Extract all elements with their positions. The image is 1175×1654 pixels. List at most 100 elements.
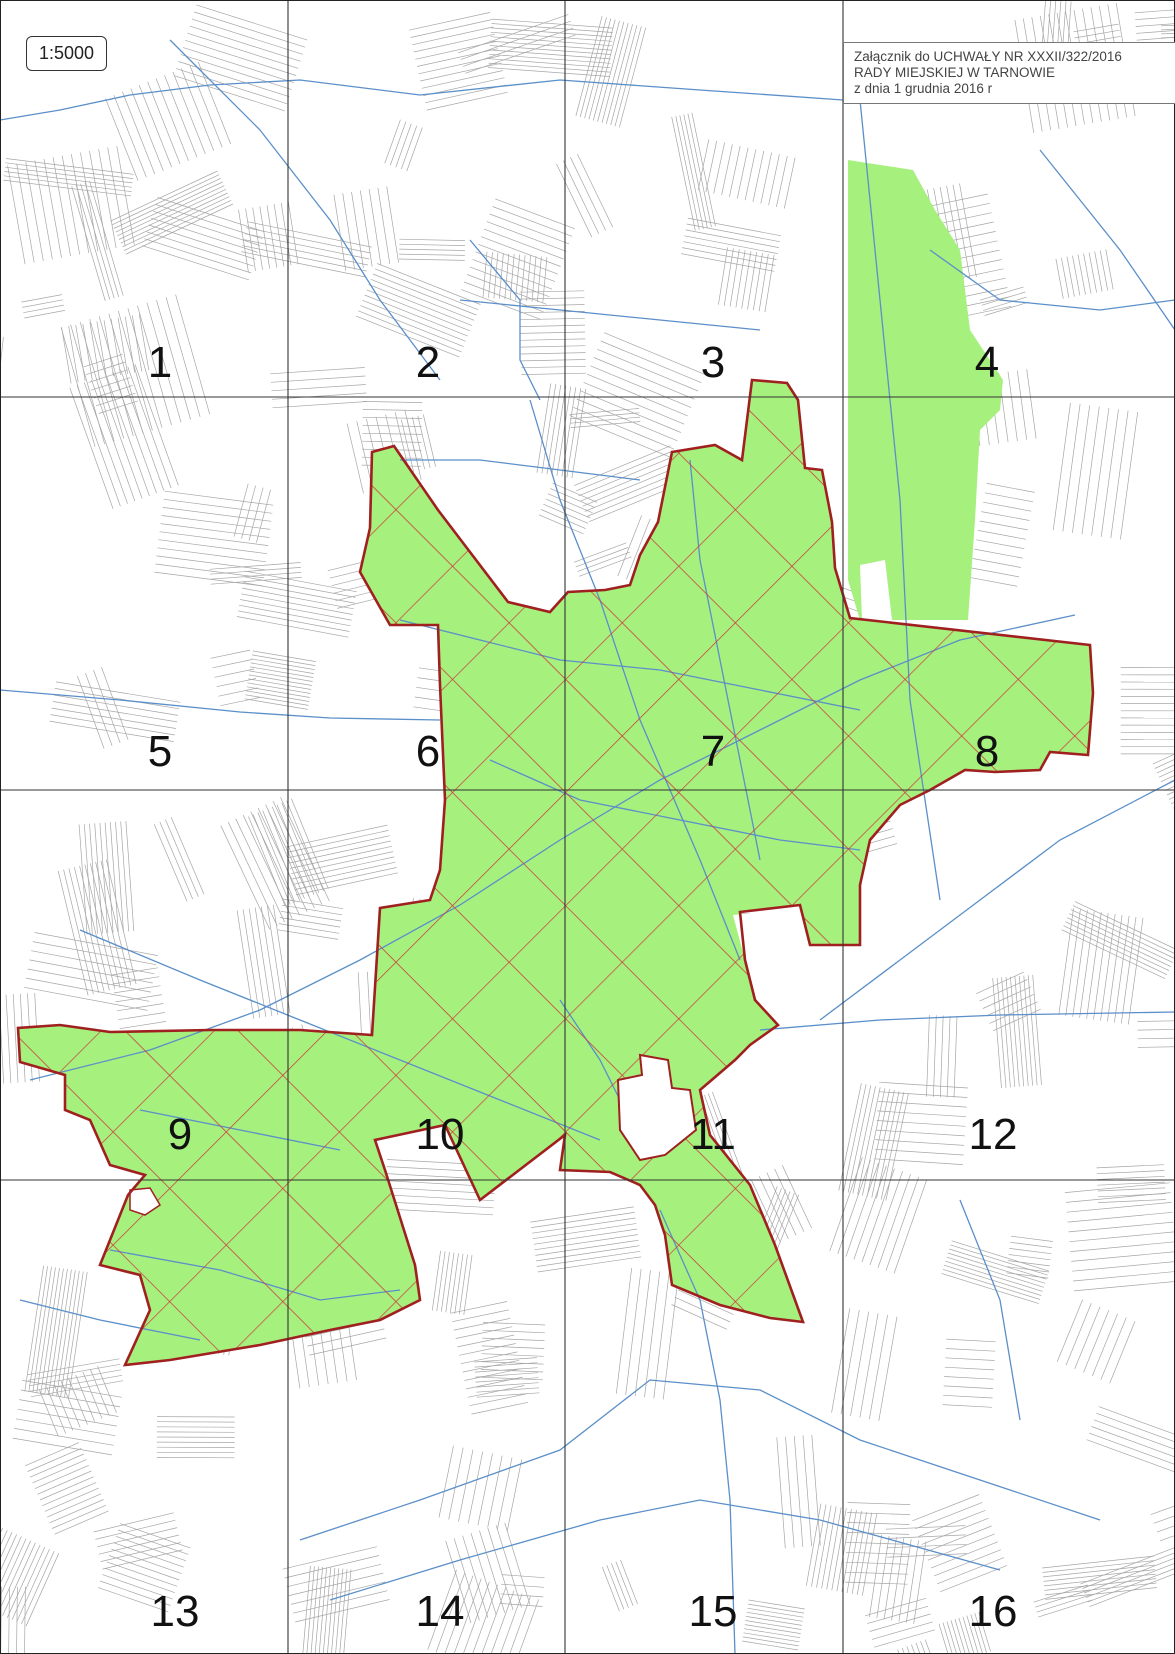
parcel-line bbox=[851, 1511, 868, 1594]
parcel-line bbox=[238, 604, 351, 627]
parcel-line bbox=[1072, 905, 1175, 955]
parcel-line bbox=[241, 251, 366, 278]
parcel-line bbox=[747, 1607, 804, 1618]
parcel-line bbox=[244, 576, 356, 598]
green-strip-north bbox=[848, 160, 1003, 620]
parcel-line bbox=[43, 158, 62, 258]
parcel-line bbox=[97, 1365, 117, 1413]
parcel-line bbox=[556, 163, 593, 238]
parcel-line bbox=[386, 186, 399, 263]
parcel-line bbox=[362, 299, 466, 342]
parcel-line bbox=[453, 1317, 511, 1331]
sheet-number-14: 14 bbox=[415, 1587, 465, 1636]
parcel-line bbox=[89, 181, 124, 296]
parcel-line bbox=[32, 1266, 52, 1393]
parcel-line bbox=[242, 587, 354, 610]
parcel-line bbox=[292, 856, 395, 880]
parcel-line bbox=[697, 139, 710, 191]
sheet-number-11: 11 bbox=[690, 1110, 736, 1159]
parcel-line bbox=[1058, 908, 1074, 1015]
parcel-line bbox=[488, 62, 610, 73]
parcel-line bbox=[683, 114, 708, 229]
parcel-line bbox=[412, 26, 494, 46]
parcel-line bbox=[214, 668, 255, 678]
parcel-line bbox=[20, 1551, 55, 1625]
parcel-line bbox=[362, 409, 423, 411]
parcel-line bbox=[1137, 1020, 1175, 1022]
parcel-line bbox=[342, 193, 355, 270]
parcel-line bbox=[620, 1559, 638, 1605]
parcel-line bbox=[440, 1252, 450, 1312]
parcel-line bbox=[1072, 255, 1081, 296]
parcel-line bbox=[251, 658, 315, 670]
parcel-line bbox=[331, 1568, 340, 1654]
parcel-line bbox=[5, 162, 134, 179]
parcel-line bbox=[250, 662, 314, 674]
parcel-line bbox=[570, 421, 641, 428]
parcel-line bbox=[36, 1267, 56, 1394]
parcel-line bbox=[877, 1110, 967, 1118]
parcel-line bbox=[286, 830, 389, 853]
parcel-line bbox=[476, 1392, 540, 1398]
parcel-line bbox=[318, 1567, 327, 1654]
parcel-line bbox=[1097, 1193, 1166, 1198]
parcel-line bbox=[256, 489, 271, 543]
parcel-line bbox=[836, 1509, 852, 1592]
parcel-line bbox=[96, 321, 107, 378]
street-line bbox=[400, 459, 641, 481]
parcel-line bbox=[0, 1529, 8, 1548]
parcel-line bbox=[531, 256, 537, 302]
parcel-line bbox=[592, 20, 620, 121]
parcel-line bbox=[946, 1338, 996, 1343]
parcel-line bbox=[1045, 1587, 1158, 1600]
parcel-line bbox=[898, 1539, 912, 1622]
parcel-line bbox=[500, 1593, 523, 1654]
parcel-line bbox=[426, 91, 508, 111]
parcel-line bbox=[869, 1613, 931, 1632]
parcel-line bbox=[1074, 1306, 1101, 1370]
parcel-line bbox=[887, 1553, 967, 1558]
parcel-line bbox=[123, 199, 232, 251]
parcel-line bbox=[578, 455, 675, 497]
parcel-line bbox=[1136, 30, 1175, 34]
parcel-line bbox=[841, 1509, 857, 1593]
parcel-line bbox=[876, 1535, 890, 1619]
parcel-line bbox=[625, 1269, 642, 1395]
parcel-line bbox=[497, 1457, 513, 1530]
parcel-line bbox=[1114, 915, 1130, 1023]
parcel-line bbox=[288, 1572, 384, 1596]
parcel-line bbox=[156, 300, 191, 420]
parcel-line bbox=[68, 1272, 88, 1399]
parcel-line bbox=[615, 1267, 633, 1394]
parcel-line bbox=[282, 898, 344, 910]
parcel-line bbox=[362, 432, 422, 435]
parcel-line bbox=[244, 698, 308, 710]
sheet-number-13: 13 bbox=[150, 1587, 200, 1636]
parcel-line bbox=[189, 65, 223, 148]
parcel-line bbox=[34, 1464, 89, 1489]
parcel-line bbox=[519, 297, 585, 300]
parcel-line bbox=[287, 201, 299, 265]
parcel-line bbox=[157, 197, 265, 233]
parcel-line bbox=[273, 204, 285, 267]
parcel-line bbox=[501, 1574, 545, 1579]
parcel-line bbox=[54, 688, 180, 710]
parcel-line bbox=[1023, 975, 1033, 1086]
parcel-line bbox=[413, 33, 495, 53]
parcel-line bbox=[421, 70, 503, 89]
parcel-line bbox=[984, 492, 1034, 503]
parcel-line bbox=[110, 170, 218, 222]
parcel-line bbox=[1038, 1599, 1093, 1618]
parcel-line bbox=[362, 401, 423, 403]
parcel-line bbox=[886, 1543, 967, 1549]
parcel-line bbox=[28, 1363, 121, 1381]
parcel-line bbox=[75, 185, 111, 300]
parcel-line bbox=[865, 1597, 926, 1617]
parcel-line bbox=[37, 1470, 92, 1495]
parcel-line bbox=[163, 498, 273, 514]
parcel-line bbox=[874, 1629, 936, 1648]
parcel-line bbox=[248, 678, 312, 690]
parcel-line bbox=[272, 401, 368, 409]
street-line bbox=[329, 1499, 1001, 1601]
